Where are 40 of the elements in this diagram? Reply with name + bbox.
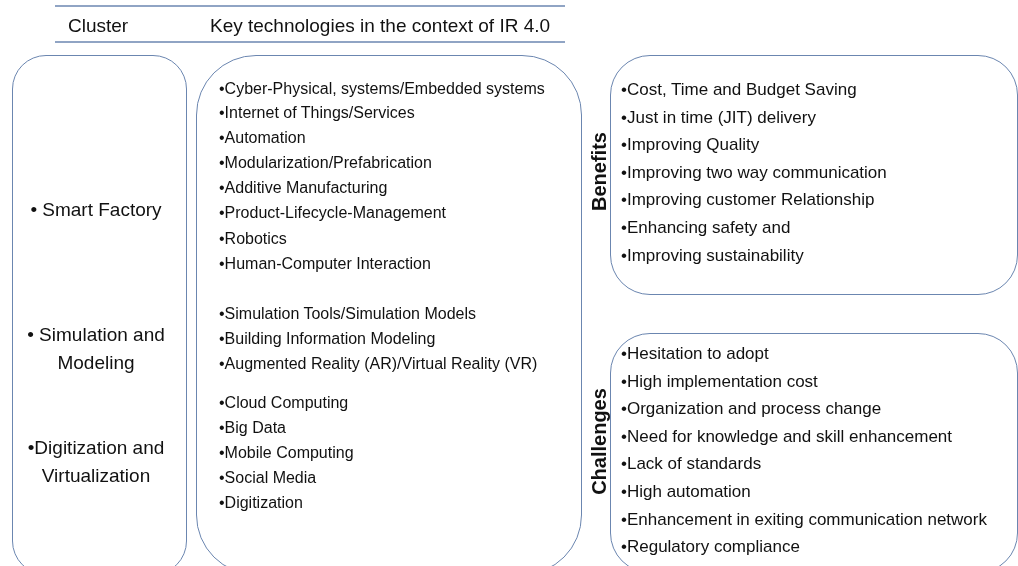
- section-heading: Benefits: [587, 131, 611, 211]
- technology-item: •Building Information Modeling: [219, 329, 436, 349]
- technology-item: •Social Media: [219, 468, 317, 488]
- column-header: Cluster: [68, 14, 129, 38]
- cluster-text: •Digitization and Virtualization: [26, 436, 166, 488]
- technology-item: •Mobile Computing: [219, 443, 354, 463]
- technology-item: •Digitization: [219, 493, 303, 513]
- technology-item: •Cloud Computing: [219, 393, 349, 413]
- challenge-item: •Regulatory compliance: [621, 537, 800, 558]
- rounded-box: [196, 55, 582, 566]
- technology-item: •Robotics: [219, 229, 287, 249]
- technology-item: •Product-Lifecycle-Management: [219, 203, 447, 223]
- cluster-text: • Simulation and Modeling: [26, 323, 166, 375]
- challenge-item: •Lack of standards: [621, 454, 762, 475]
- benefit-item: •Enhancing safety and: [621, 218, 791, 238]
- benefit-item: •Improving sustainability: [621, 245, 804, 266]
- technology-item: •Cyber-Physical, systems/Embedded systems: [219, 79, 545, 99]
- challenge-item: •Hesitation to adopt: [621, 344, 769, 364]
- technology-item: •Simulation Tools/Simulation Models: [219, 304, 476, 324]
- technology-item: •Big Data: [219, 418, 286, 438]
- technology-item: •Internet of Things/Services: [219, 103, 415, 123]
- benefit-item: •Cost, Time and Budget Saving: [621, 80, 857, 100]
- technology-item: •Augmented Reality (AR)/Virtual Reality (VR): [219, 354, 538, 374]
- rounded-box: [12, 55, 187, 566]
- challenge-item: •Need for knowledge and skill enhancement: [621, 426, 953, 447]
- challenge-item: •High implementation cost: [621, 371, 818, 392]
- challenge-item: •Enhancement in exiting communication network: [621, 509, 987, 530]
- technology-item: •Automation: [219, 128, 306, 148]
- cluster-text: • Smart Factory: [29, 198, 163, 222]
- section-heading: Challenges: [587, 387, 611, 495]
- benefit-item: •Improving Quality: [621, 135, 760, 156]
- technology-item: •Additive Manufacturing: [219, 178, 388, 198]
- challenge-item: •High automation: [621, 482, 751, 502]
- benefit-item: •Improving customer Relationship: [621, 190, 875, 211]
- benefit-item: •Improving two way communication: [621, 162, 887, 183]
- technology-item: •Human-Computer Interaction: [219, 254, 431, 274]
- challenge-item: •Organization and process change: [621, 399, 882, 420]
- technology-item: •Modularization/Prefabrication: [219, 153, 432, 173]
- benefit-item: •Just in time (JIT) delivery: [621, 107, 816, 128]
- column-header: Key technologies in the context of IR 4.0: [210, 14, 551, 38]
